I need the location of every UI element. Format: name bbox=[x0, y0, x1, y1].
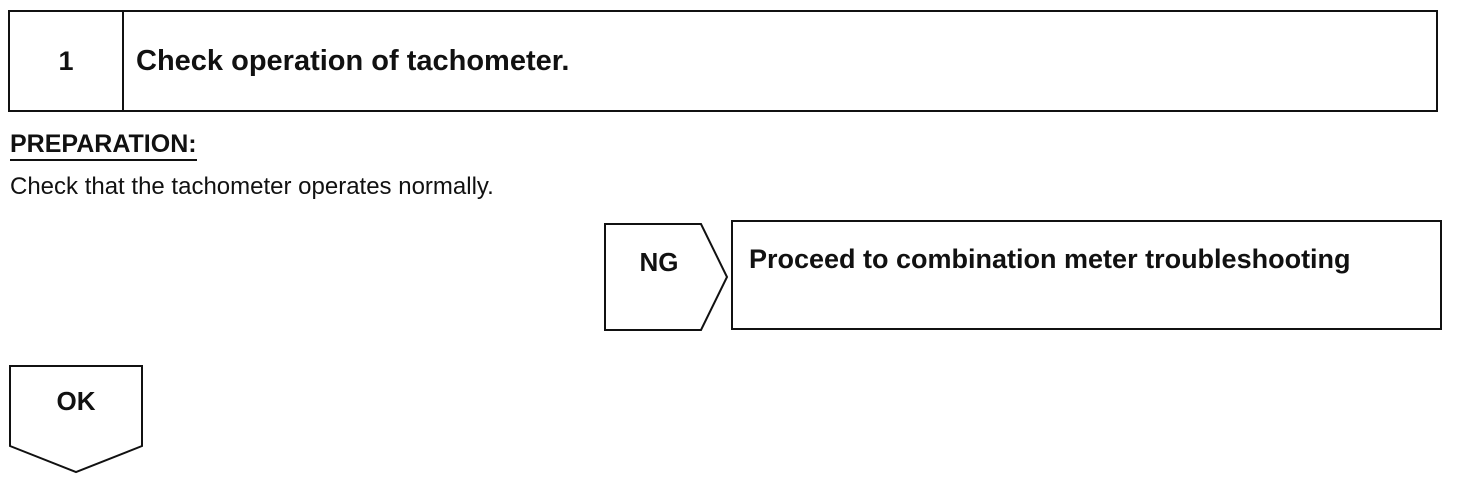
right-arrow-shape-icon bbox=[604, 223, 729, 331]
ok-label: OK bbox=[56, 386, 96, 416]
step-number: 1 bbox=[10, 12, 124, 110]
step-header: 1 Check operation of tachometer. bbox=[8, 10, 1438, 112]
ng-arrow-tag: NG bbox=[603, 222, 729, 332]
ng-result-box: Proceed to combination meter troubleshoo… bbox=[731, 220, 1442, 330]
ok-arrow-tag: OK bbox=[8, 364, 144, 474]
preparation-heading: PREPARATION: bbox=[10, 130, 197, 161]
ng-label: NG bbox=[639, 246, 679, 277]
step-title: Check operation of tachometer. bbox=[136, 44, 570, 77]
down-arrow-shape-icon bbox=[9, 365, 143, 474]
preparation-text: Check that the tachometer operates norma… bbox=[10, 173, 494, 200]
